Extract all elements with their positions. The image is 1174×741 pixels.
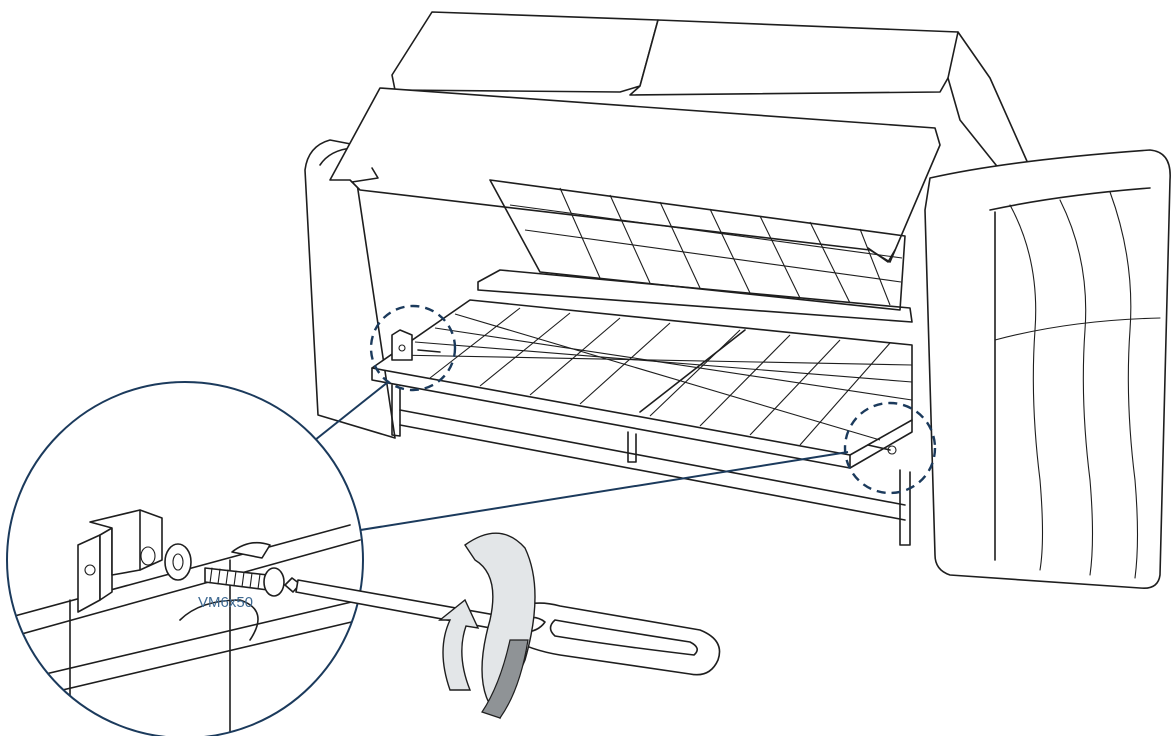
lower-frame (391, 384, 911, 546)
screw-vm6x50 (204, 567, 285, 597)
sofa (304, 11, 1171, 590)
mechanism-top-frame (477, 269, 913, 323)
seat-cushion-raised (329, 87, 941, 263)
screw-right-small (867, 444, 897, 455)
detail-marker-left (369, 304, 457, 392)
zoom-detail (6, 381, 364, 739)
back-grid (489, 179, 906, 311)
bracket-left-small (391, 329, 441, 361)
left-armrest (304, 139, 396, 439)
callout-lines (304, 381, 849, 533)
rotation-arrow-icon (438, 532, 536, 720)
seat-grid-frame (371, 299, 913, 469)
detail-marker-right (843, 401, 937, 495)
screw-size-label: VM6x50 (198, 594, 253, 611)
back-cushions (391, 11, 1031, 171)
right-armrest (924, 149, 1171, 590)
